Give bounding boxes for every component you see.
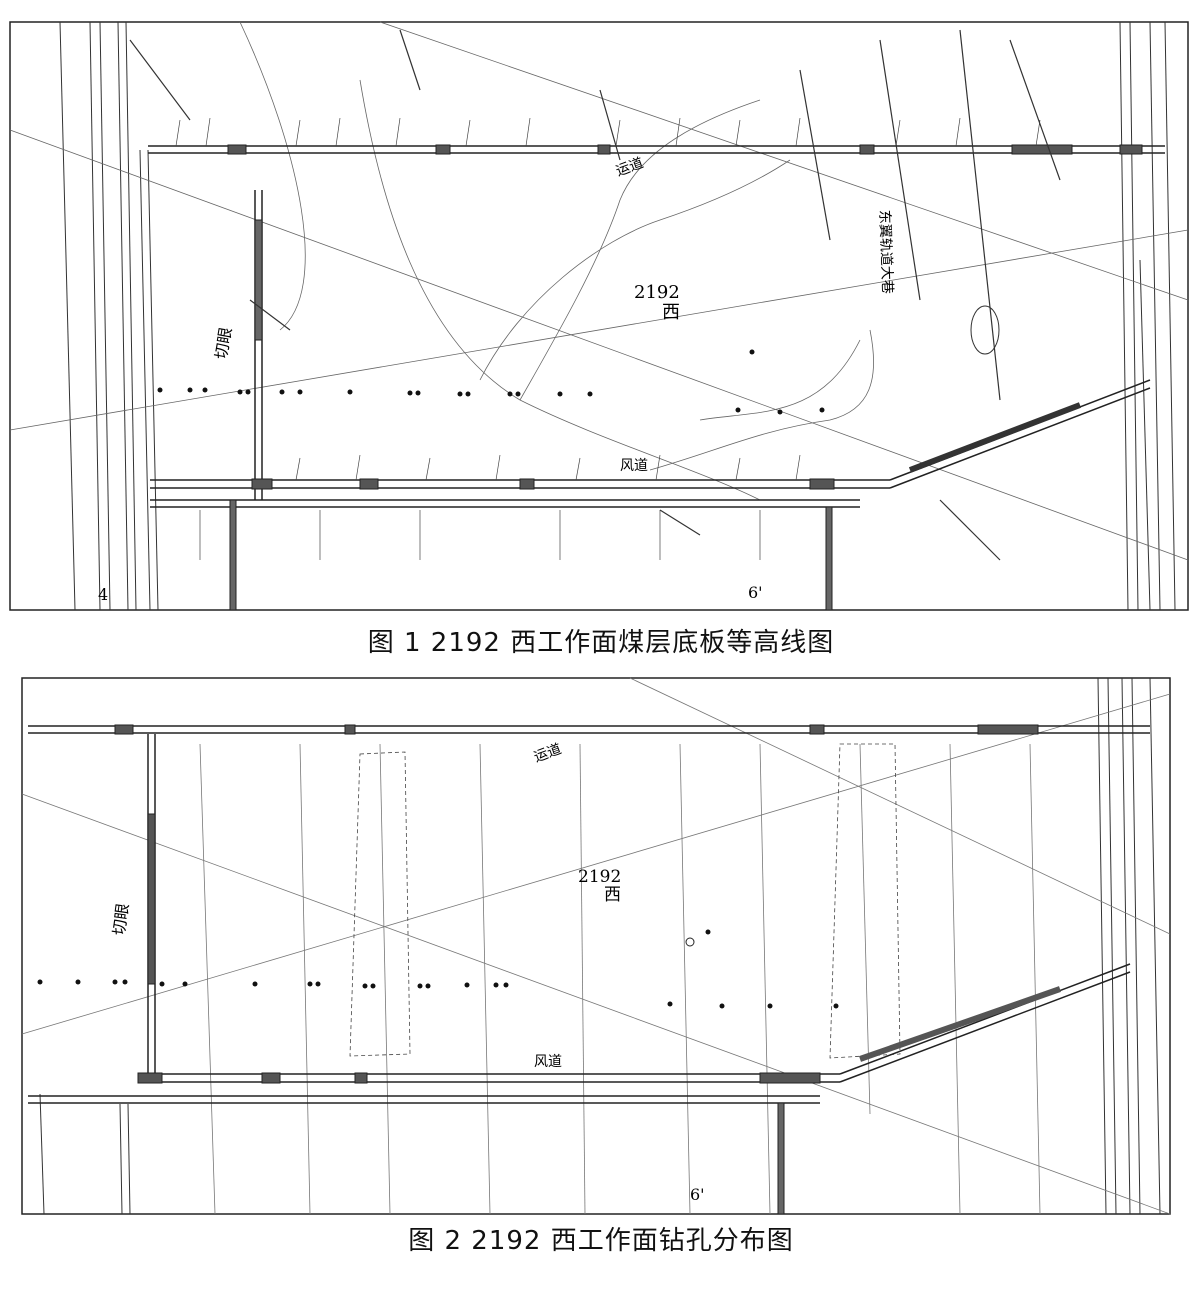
cut-eye-road (147, 734, 156, 1074)
left-marker: 4 (98, 585, 108, 604)
haulage-road-label: 运道 (614, 155, 646, 180)
right-road-label: 东翼轨道大巷 (876, 210, 895, 295)
fault-label: 6' (748, 583, 763, 602)
survey-marks (175, 117, 1041, 560)
figure1-caption: 图 1 2192 西工作面煤层底板等高线图 (367, 628, 835, 658)
panel-label-suffix: 西 (604, 885, 621, 905)
left-roadway-lines (39, 1093, 131, 1215)
figure2-map-svg: 2192 西 运道 风道 切眼 6' (21, 677, 1171, 1215)
map-frame (21, 677, 1171, 1215)
boreholes (157, 349, 825, 415)
cut-eye-road (254, 190, 263, 500)
borehole-marker (685, 937, 695, 947)
contour-lines (9, 21, 1189, 561)
panel-label-suffix: 西 (662, 302, 680, 323)
drainage-zones (349, 743, 901, 1059)
air-road (150, 379, 1151, 611)
haulage-road (28, 724, 1150, 735)
air-road-label: 风道 (620, 458, 648, 474)
cut-eye-label: 切眼 (211, 326, 235, 361)
map-frame (9, 21, 1189, 611)
fault-label: 6' (690, 1185, 705, 1204)
panel-label: 2192 (578, 867, 621, 887)
panel-label: 2192 (634, 282, 680, 303)
air-road-label: 风道 (534, 1054, 562, 1070)
air-road (28, 963, 1131, 1215)
right-roadway-lines (1097, 677, 1161, 1215)
fault-lines (129, 29, 1061, 561)
haulage-road-label: 运道 (532, 741, 564, 766)
collapse-column (970, 305, 1000, 355)
boreholes (37, 929, 839, 1009)
figure1-map-svg: 2192 西 运道 风道 切眼 6' 4 东翼轨道大巷 (9, 21, 1189, 611)
haulage-road (148, 144, 1165, 155)
left-roadway-lines (59, 21, 159, 611)
right-roadway-lines (1119, 21, 1176, 611)
figure2-caption: 图 2 2192 西工作面钻孔分布图 (408, 1226, 794, 1256)
cut-eye-label: 切眼 (109, 902, 132, 936)
contour-lines (21, 677, 1171, 1215)
figure1-contour-map: 2192 西 运道 风道 切眼 6' 4 东翼轨道大巷 (0, 0, 1202, 616)
figure2-borehole-map: 2192 西 运道 风道 切眼 6' (0, 674, 1202, 1218)
